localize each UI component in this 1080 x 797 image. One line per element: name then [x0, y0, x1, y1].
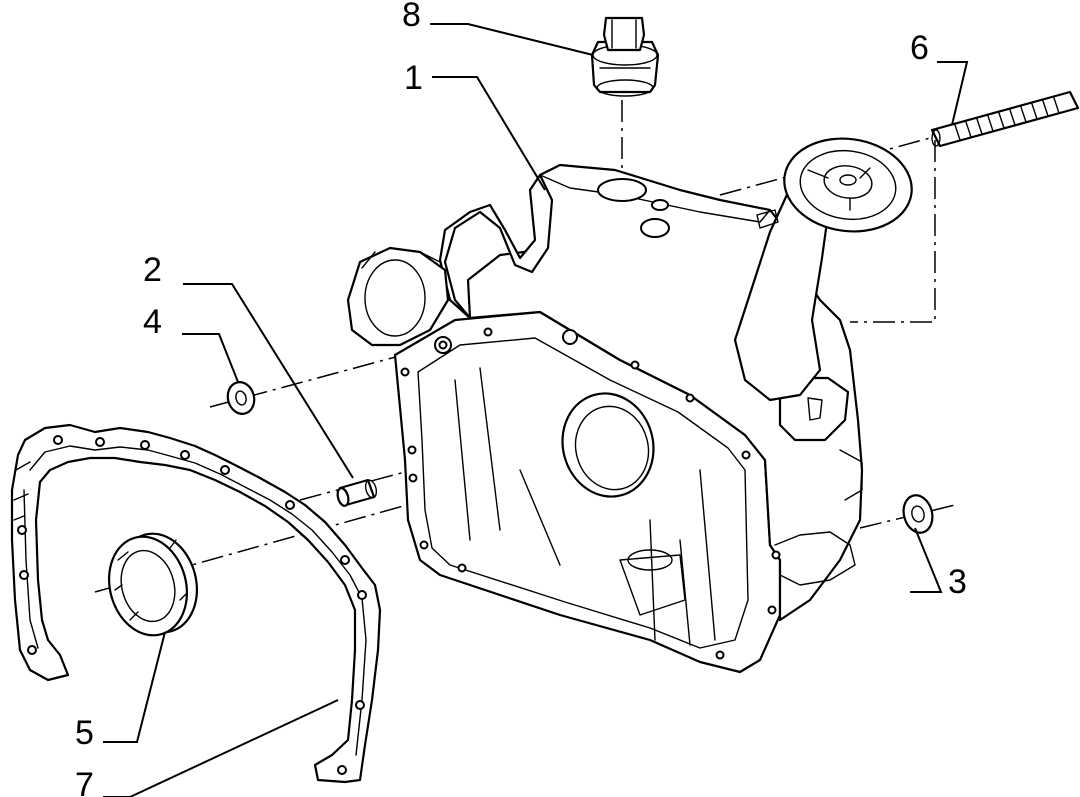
- leader-3: [910, 527, 943, 593]
- callout-2: 2: [143, 251, 162, 289]
- callout-5: 5: [75, 714, 94, 752]
- leader-7: [103, 699, 339, 797]
- washer-right: [902, 494, 934, 534]
- leader-1: [432, 76, 546, 191]
- leader-6: [937, 61, 969, 126]
- leader-5: [103, 631, 166, 743]
- stud-bolt: [930, 90, 1080, 148]
- callout-4: 4: [143, 303, 162, 341]
- dowel-pin: [336, 478, 378, 507]
- callout-6: 6: [910, 29, 929, 67]
- leader-lines: [103, 23, 969, 797]
- callout-labels: 1 2 3 4 5 6 7 8: [75, 0, 967, 797]
- callout-3: 3: [948, 563, 967, 601]
- callout-8: 8: [402, 0, 421, 34]
- washer-left: [226, 381, 256, 415]
- callout-1: 1: [404, 59, 423, 97]
- callout-7: 7: [75, 766, 94, 797]
- leader-2: [183, 283, 354, 479]
- filler-cap: [590, 16, 660, 97]
- leader-4: [182, 333, 239, 383]
- leader-8: [430, 23, 594, 56]
- gasket: [10, 423, 382, 784]
- oil-seal-ring: [107, 532, 199, 637]
- cover-housing: [346, 137, 913, 674]
